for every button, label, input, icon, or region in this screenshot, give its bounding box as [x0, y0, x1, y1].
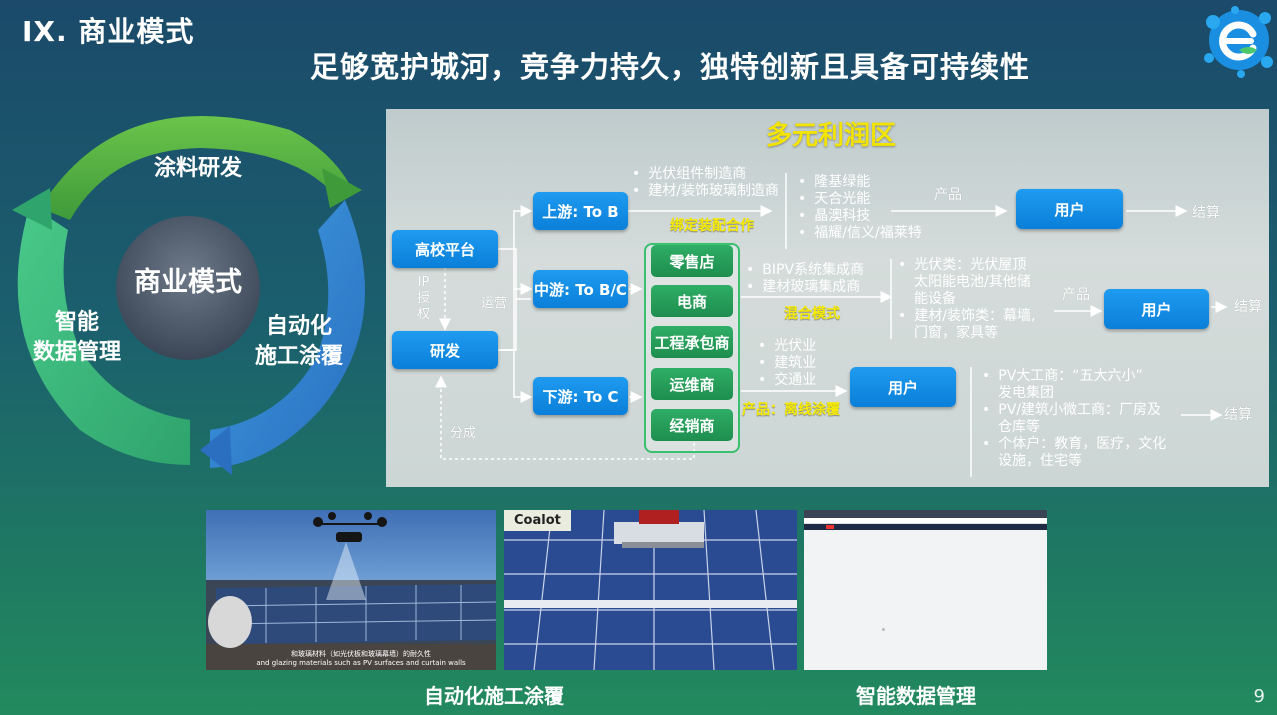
downstream-settle-label: 结算 [1224, 407, 1252, 423]
page-number: 9 [1253, 686, 1265, 707]
midstream-settle-label: 结算 [1234, 299, 1262, 315]
cycle-label-left: 智能数据管理 [32, 310, 121, 365]
channel-contractor: 工程承包商 [651, 326, 733, 358]
midstream-box: 中游: To B/C [533, 270, 628, 308]
loading-dot-icon [882, 628, 885, 631]
downstream-user-box: 用户 [850, 367, 956, 407]
midstream-pre-list: BIPV系统集成商 建材玻璃集成商 [746, 262, 864, 296]
business-model-cycle: 涂料研发 商业模式 智能数据管理 自动化施工涂覆 [0, 90, 380, 480]
university-platform-box: 高校平台 [392, 230, 498, 268]
photo2-tag: Coalot [504, 510, 571, 531]
midstream-user-box: 用户 [1104, 289, 1209, 329]
revenue-split-label: 分成 [450, 426, 477, 441]
zone-title: 多元利润区 [766, 121, 897, 151]
data-management-screenshot [804, 510, 1047, 670]
downstream-arrow-label: 产品：离线涂覆 [742, 402, 840, 418]
cycle-label-right: 自动化施工涂覆 [254, 314, 343, 369]
downstream-pre-list: 光伏业 建筑业 交通业 [758, 338, 816, 389]
photo1-subtitle: 和玻璃材料（如光伏板和玻璃幕墙）的耐久性 and glazing materia… [256, 650, 466, 667]
drone-coating-photo: 和玻璃材料（如光伏板和玻璃幕墙）的耐久性 and glazing materia… [206, 510, 496, 670]
cycle-segment-top [40, 115, 350, 220]
midstream-product-label: 产品 [1062, 287, 1090, 303]
browser-addressbar [804, 518, 1047, 524]
upstream-arrow-label: 绑定装配合作 [670, 218, 754, 234]
channel-retail: 零售店 [651, 245, 733, 277]
cycle-segment-right [210, 200, 365, 468]
robot-coating-photo: Coalot [504, 510, 797, 670]
cycle-label-top: 涂料研发 [153, 156, 242, 181]
headline: 足够宽护城河，竞争力持久，独特创新且具备可持续性 [310, 50, 1031, 84]
app-nav-button[interactable] [826, 525, 834, 529]
company-logo-icon [1204, 6, 1273, 78]
channel-ecommerce: 电商 [651, 285, 733, 317]
upstream-company-list: 隆基绿能 天合光能 晶澳科技 福耀/信义/福莱特 [798, 174, 921, 242]
rd-box: 研发 [392, 331, 498, 369]
upstream-settle-label: 结算 [1192, 205, 1220, 221]
channel-om: 运维商 [651, 368, 733, 400]
upstream-user-box: 用户 [1016, 189, 1123, 229]
downstream-box: 下游: To C [533, 377, 628, 415]
profit-zone-diagram: 多元利润区 [386, 109, 1269, 487]
slide-title: IX. 商业模式 [22, 15, 195, 48]
midstream-post-list: 光伏类：光伏屋顶 太阳能电池/其他储 能设备 建材/装饰类：幕墙, 门窗，家具等 [898, 257, 1035, 342]
cycle-segment-left [17, 205, 190, 465]
caption-data-management: 智能数据管理 [856, 684, 976, 708]
operations-label: 运营 [481, 296, 508, 311]
upstream-box: 上游: To B [533, 192, 628, 230]
cycle-center-label: 商业模式 [134, 267, 242, 298]
downstream-post-list: PV大工商：“五大六小” 发电集团 PV/建筑小微工商：厂房及 仓库等 个体户：… [982, 368, 1166, 470]
app-navbar [804, 524, 1047, 530]
midstream-arrow-label: 混合模式 [784, 306, 840, 322]
caption-automated-coating: 自动化施工涂覆 [424, 684, 564, 708]
upstream-pre-list: 光伏组件制造商 建材/装饰玻璃制造商 [632, 166, 779, 200]
upstream-product-label: 产品 [934, 187, 962, 203]
channel-distributor: 经销商 [651, 409, 733, 441]
browser-tabbar [804, 510, 1047, 518]
